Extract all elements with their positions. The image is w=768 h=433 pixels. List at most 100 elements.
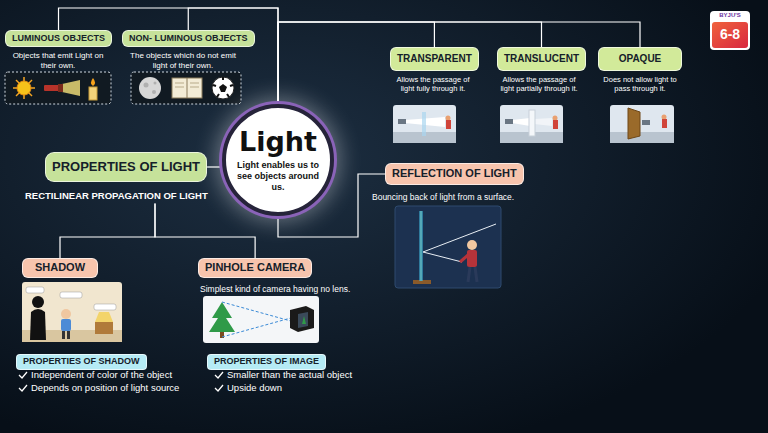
check-marks-part (19, 385, 27, 391)
node-description: Bouncing back of light from a surface. (372, 192, 524, 202)
opaque-scene-part (610, 132, 674, 143)
opaque-scene (610, 105, 674, 143)
book-icon-part (175, 87, 184, 88)
topic-node: PROPERTIES OF LIGHTRECTILINEAR PROPAGATI… (45, 152, 208, 201)
non-luminous-icons (131, 72, 241, 104)
topic-node: TRANSPARENT Allows the passage of light f… (390, 47, 479, 93)
translucent-scene-part (553, 120, 558, 129)
node-description: Simplest kind of camera having no lens. (200, 284, 350, 294)
pinhole-scene (203, 296, 319, 343)
luminous-icons (5, 72, 111, 104)
transparent-scene-part (422, 112, 426, 136)
node-heading: PINHOLE CAMERA (198, 258, 312, 278)
opaque-scene-part (628, 108, 640, 139)
logo-part (710, 11, 750, 50)
node-heading: TRANSPARENT (390, 47, 479, 71)
connector-line (278, 22, 640, 104)
topic-node: PINHOLE CAMERA Simplest kind of camera ha… (198, 257, 350, 294)
logo-text: BYJU'S (710, 12, 750, 19)
sun-icon-part-part (16, 80, 32, 96)
shadow-scene-part (61, 319, 71, 331)
reflection-scene-part (420, 211, 423, 281)
reflection-scene-part (423, 224, 496, 252)
bullet-point: Depends on position of light source (31, 382, 179, 393)
book-icon (172, 78, 202, 98)
transparent-scene-part (393, 105, 456, 143)
moon-icon (139, 77, 161, 99)
reflection-scene (395, 206, 501, 288)
candle-icon-part (89, 87, 97, 100)
topic-node: PROPERTIES OF SHADOW (16, 350, 147, 370)
shadow-scene-part (62, 331, 65, 339)
shadow-scene-part (61, 309, 71, 319)
shadow-scene-part (22, 282, 122, 342)
shadow-scene-part (26, 287, 44, 293)
logo (710, 11, 750, 50)
shadow-scene-part (60, 292, 82, 298)
non-luminous-icons-part (131, 72, 241, 104)
logo-text: 6-8 (710, 26, 750, 43)
check-marks-part (215, 385, 223, 391)
node-description: Allows the passage of light partially th… (495, 75, 583, 93)
luminous-icons-part (5, 72, 111, 104)
transparent-scene-part (446, 120, 451, 129)
opaque-scene-part (642, 120, 650, 125)
book-icon-part (190, 87, 199, 88)
shadow-scene-part (95, 322, 113, 334)
node-heading: PROPERTIES OF LIGHT (45, 152, 207, 182)
bullet-point: Independent of color of the object (31, 369, 172, 380)
check-marks-part (19, 372, 27, 378)
topic-node: OPAQUE Does not allow light to pass throu… (598, 47, 685, 93)
connector-line (207, 166, 222, 167)
check-marks-part (215, 372, 223, 378)
node-description: RECTILINEAR PROPAGATION OF LIGHT (25, 190, 208, 201)
candle-icon (89, 78, 97, 100)
node-description: Light enables us to see objects around u… (232, 160, 324, 192)
torch-icon (44, 80, 80, 96)
pinhole-scene-part (209, 302, 235, 332)
translucent-scene-part (505, 119, 513, 124)
pinhole-scene-part (222, 316, 298, 337)
node-heading: PROPERTIES OF IMAGE (207, 354, 326, 370)
pinhole-scene-part (298, 312, 308, 328)
translucent-scene-part (529, 110, 535, 136)
sun-icon-part-part (16, 80, 32, 96)
book-icon-part (190, 83, 199, 84)
topic-node: LUMINOUS OBJECTSObjects that emit Light … (5, 27, 112, 70)
translucent-scene-part (512, 118, 530, 126)
moon-icon-part (144, 83, 149, 88)
node-description: Objects that emit Light on their own. (5, 51, 111, 70)
football-icon-part (212, 77, 234, 99)
moon-icon-part (154, 82, 157, 85)
translucent-scene (500, 105, 563, 143)
pinhole-scene-part (203, 296, 319, 343)
torch-icon-part (58, 84, 63, 92)
football-icon-part (219, 84, 227, 92)
bullet-point: Smaller than the actual object (227, 369, 352, 380)
shadow-scene-part (94, 304, 116, 310)
node-description: The objects which do not emit light of t… (122, 51, 244, 70)
reflection-scene-part (423, 252, 462, 262)
node-heading: PROPERTIES OF SHADOW (16, 354, 147, 370)
node-description: Allows the passage of light fully throug… (389, 75, 477, 93)
opaque-scene-part (662, 115, 667, 120)
connector-line (155, 203, 255, 258)
node-heading: NON- LUMINOUS OBJECTS (122, 30, 255, 47)
book-icon-part (172, 78, 202, 98)
moon-icon-part (139, 77, 161, 99)
opaque-scene-part (610, 105, 674, 143)
sun-icon-part (17, 81, 31, 95)
reflection-scene-part (421, 211, 422, 281)
topic-circle: LightLight enables us to see objects aro… (222, 104, 334, 216)
book-icon-part (187, 78, 188, 98)
pinhole-scene-part (290, 306, 314, 332)
node-heading: Light (235, 127, 321, 157)
node-description: Does not allow light to pass through it. (595, 75, 685, 93)
node-heading: OPAQUE (598, 47, 682, 71)
opaque-scene-part (662, 119, 667, 128)
node-heading: REFLECTION OF LIGHT (385, 163, 524, 185)
topic-node: NON- LUMINOUS OBJECTS The objects which d… (122, 27, 255, 70)
transparent-scene (393, 105, 456, 143)
